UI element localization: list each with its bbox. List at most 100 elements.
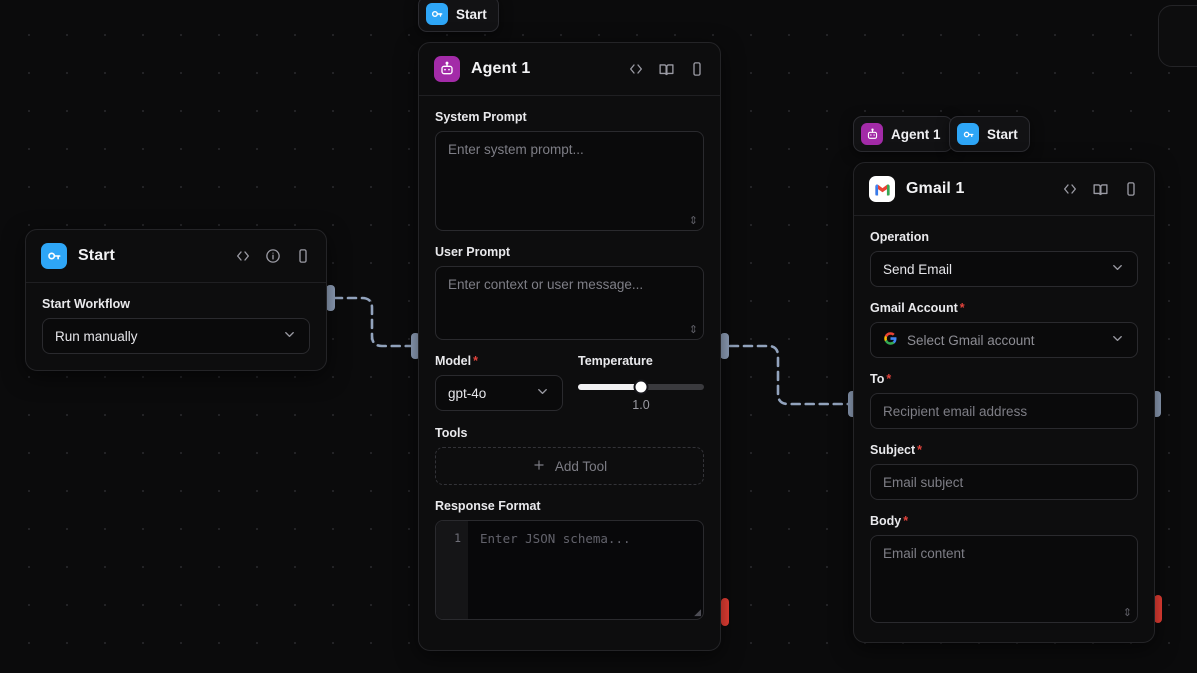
field-label: Temperature: [578, 354, 653, 368]
temperature-slider[interactable]: [578, 379, 704, 395]
start-output-handle[interactable]: [326, 285, 335, 311]
field-label: User Prompt: [435, 245, 511, 259]
field-label: Response Format: [435, 499, 541, 513]
placeholder-text: Enter context or user message...: [448, 277, 644, 292]
field-label: To*: [870, 372, 892, 386]
field-to: To* Recipient email address: [870, 372, 1138, 429]
phone-icon[interactable]: [295, 248, 311, 264]
field-label: Model*: [435, 354, 478, 368]
resize-grip-icon[interactable]: ⇕: [688, 215, 698, 227]
model-select[interactable]: gpt-4o: [435, 375, 563, 411]
robot-icon: [434, 56, 460, 82]
node-start-header[interactable]: Start: [26, 230, 326, 283]
node-agent-body: System Prompt Enter system prompt... ⇕ U…: [419, 96, 720, 636]
field-label: System Prompt: [435, 110, 527, 124]
select-value: gpt-4o: [448, 385, 487, 401]
agent-output-handle[interactable]: [720, 333, 729, 359]
field-operation: Operation Send Email: [870, 230, 1138, 287]
chip-label: Agent 1: [891, 126, 941, 142]
field-start-workflow: Start Workflow Run manually: [42, 297, 310, 354]
field-label: Body*: [870, 514, 909, 528]
field-label: Gmail Account*: [870, 301, 965, 315]
google-g-icon: [883, 331, 898, 349]
code-icon[interactable]: [235, 248, 251, 264]
node-start-body: Start Workflow Run manually: [26, 283, 326, 370]
node-title: Gmail 1: [906, 180, 965, 197]
resize-grip-icon[interactable]: ⇕: [1122, 607, 1132, 619]
gmail-icon: [869, 176, 895, 202]
field-model-temperature: Model* gpt-4o Temperature 1.: [435, 354, 704, 412]
operation-select[interactable]: Send Email: [870, 251, 1138, 287]
field-subject: Subject* Email subject: [870, 443, 1138, 500]
chip-agent-1[interactable]: Agent 1: [853, 116, 953, 152]
code-icon[interactable]: [1062, 181, 1078, 197]
resize-grip-icon[interactable]: ⇕: [688, 324, 698, 336]
gmail-output-handle[interactable]: [1152, 391, 1161, 417]
node-title: Agent 1: [471, 60, 531, 77]
agent-input-handle[interactable]: [411, 333, 420, 359]
chip-label: Start: [456, 6, 487, 22]
line-number-gutter: 1: [436, 521, 468, 619]
book-icon[interactable]: [1092, 181, 1109, 198]
field-temperature: Temperature 1.0: [578, 354, 704, 412]
key-icon: [41, 243, 67, 269]
phone-icon[interactable]: [689, 61, 705, 77]
field-body: Body* Email content ⇕: [870, 514, 1138, 623]
field-label: Subject*: [870, 443, 923, 457]
node-gmail-body: Operation Send Email Gmail Account*: [854, 216, 1154, 639]
node-agent[interactable]: Agent 1 System Prompt: [418, 42, 721, 651]
select-placeholder: Select Gmail account: [907, 332, 1035, 348]
node-gmail-header-actions[interactable]: [1062, 181, 1139, 198]
add-tool-button[interactable]: Add Tool: [435, 447, 704, 485]
book-icon[interactable]: [658, 61, 675, 78]
gmail-input-handle[interactable]: [848, 391, 857, 417]
field-label: Start Workflow: [42, 297, 130, 311]
node-agent-header-actions[interactable]: [628, 61, 705, 78]
system-prompt-textarea[interactable]: Enter system prompt... ⇕: [435, 131, 704, 231]
required-marker: *: [473, 354, 478, 368]
field-tools: Tools Add Tool: [435, 426, 704, 485]
agent-error-handle[interactable]: [721, 598, 729, 626]
field-label: Operation: [870, 230, 930, 244]
start-workflow-select[interactable]: Run manually: [42, 318, 310, 354]
placeholder-text: Email subject: [883, 474, 964, 490]
plus-icon: [532, 458, 546, 475]
node-agent-header[interactable]: Agent 1: [419, 43, 720, 96]
response-format-editor[interactable]: 1 Enter JSON schema... ◢: [435, 520, 704, 620]
field-gmail-account: Gmail Account* Select Gmail account: [870, 301, 1138, 358]
info-icon[interactable]: [265, 248, 281, 264]
to-input[interactable]: Recipient email address: [870, 393, 1138, 429]
add-tool-label: Add Tool: [554, 458, 608, 474]
gmail-error-handle[interactable]: [1154, 595, 1162, 623]
subject-input[interactable]: Email subject: [870, 464, 1138, 500]
chip-start-gmail[interactable]: Start: [949, 116, 1030, 152]
field-system-prompt: System Prompt Enter system prompt... ⇕: [435, 110, 704, 231]
select-value: Run manually: [55, 328, 138, 344]
code-icon[interactable]: [628, 61, 644, 77]
field-response-format: Response Format 1 Enter JSON schema... ◢: [435, 499, 704, 620]
node-gmail[interactable]: Gmail 1 Operation: [853, 162, 1155, 643]
placeholder-text: Email content: [883, 546, 965, 561]
required-marker: *: [886, 372, 892, 386]
chip-label: Start: [987, 126, 1018, 142]
code-placeholder[interactable]: Enter JSON schema...: [480, 531, 631, 546]
chip-start-top[interactable]: Start: [418, 0, 499, 32]
node-gmail-header[interactable]: Gmail 1: [854, 163, 1154, 216]
field-label: Tools: [435, 426, 468, 440]
placeholder-text: Recipient email address: [883, 403, 1028, 419]
chevron-down-icon: [1110, 260, 1125, 278]
chevron-down-icon: [1110, 331, 1125, 349]
key-icon: [957, 123, 979, 145]
gmail-account-select[interactable]: Select Gmail account: [870, 322, 1138, 358]
slider-knob[interactable]: [633, 379, 649, 395]
phone-icon[interactable]: [1123, 181, 1139, 197]
user-prompt-textarea[interactable]: Enter context or user message... ⇕: [435, 266, 704, 340]
placeholder-text: Enter system prompt...: [448, 142, 584, 157]
node-start[interactable]: Start Start Workflow Run manually: [25, 229, 327, 371]
required-marker: *: [959, 301, 965, 315]
body-textarea[interactable]: Email content ⇕: [870, 535, 1138, 623]
resize-grip-icon[interactable]: ◢: [694, 607, 701, 617]
node-start-header-actions[interactable]: [235, 248, 311, 264]
offscreen-node-partial[interactable]: [1158, 5, 1197, 67]
